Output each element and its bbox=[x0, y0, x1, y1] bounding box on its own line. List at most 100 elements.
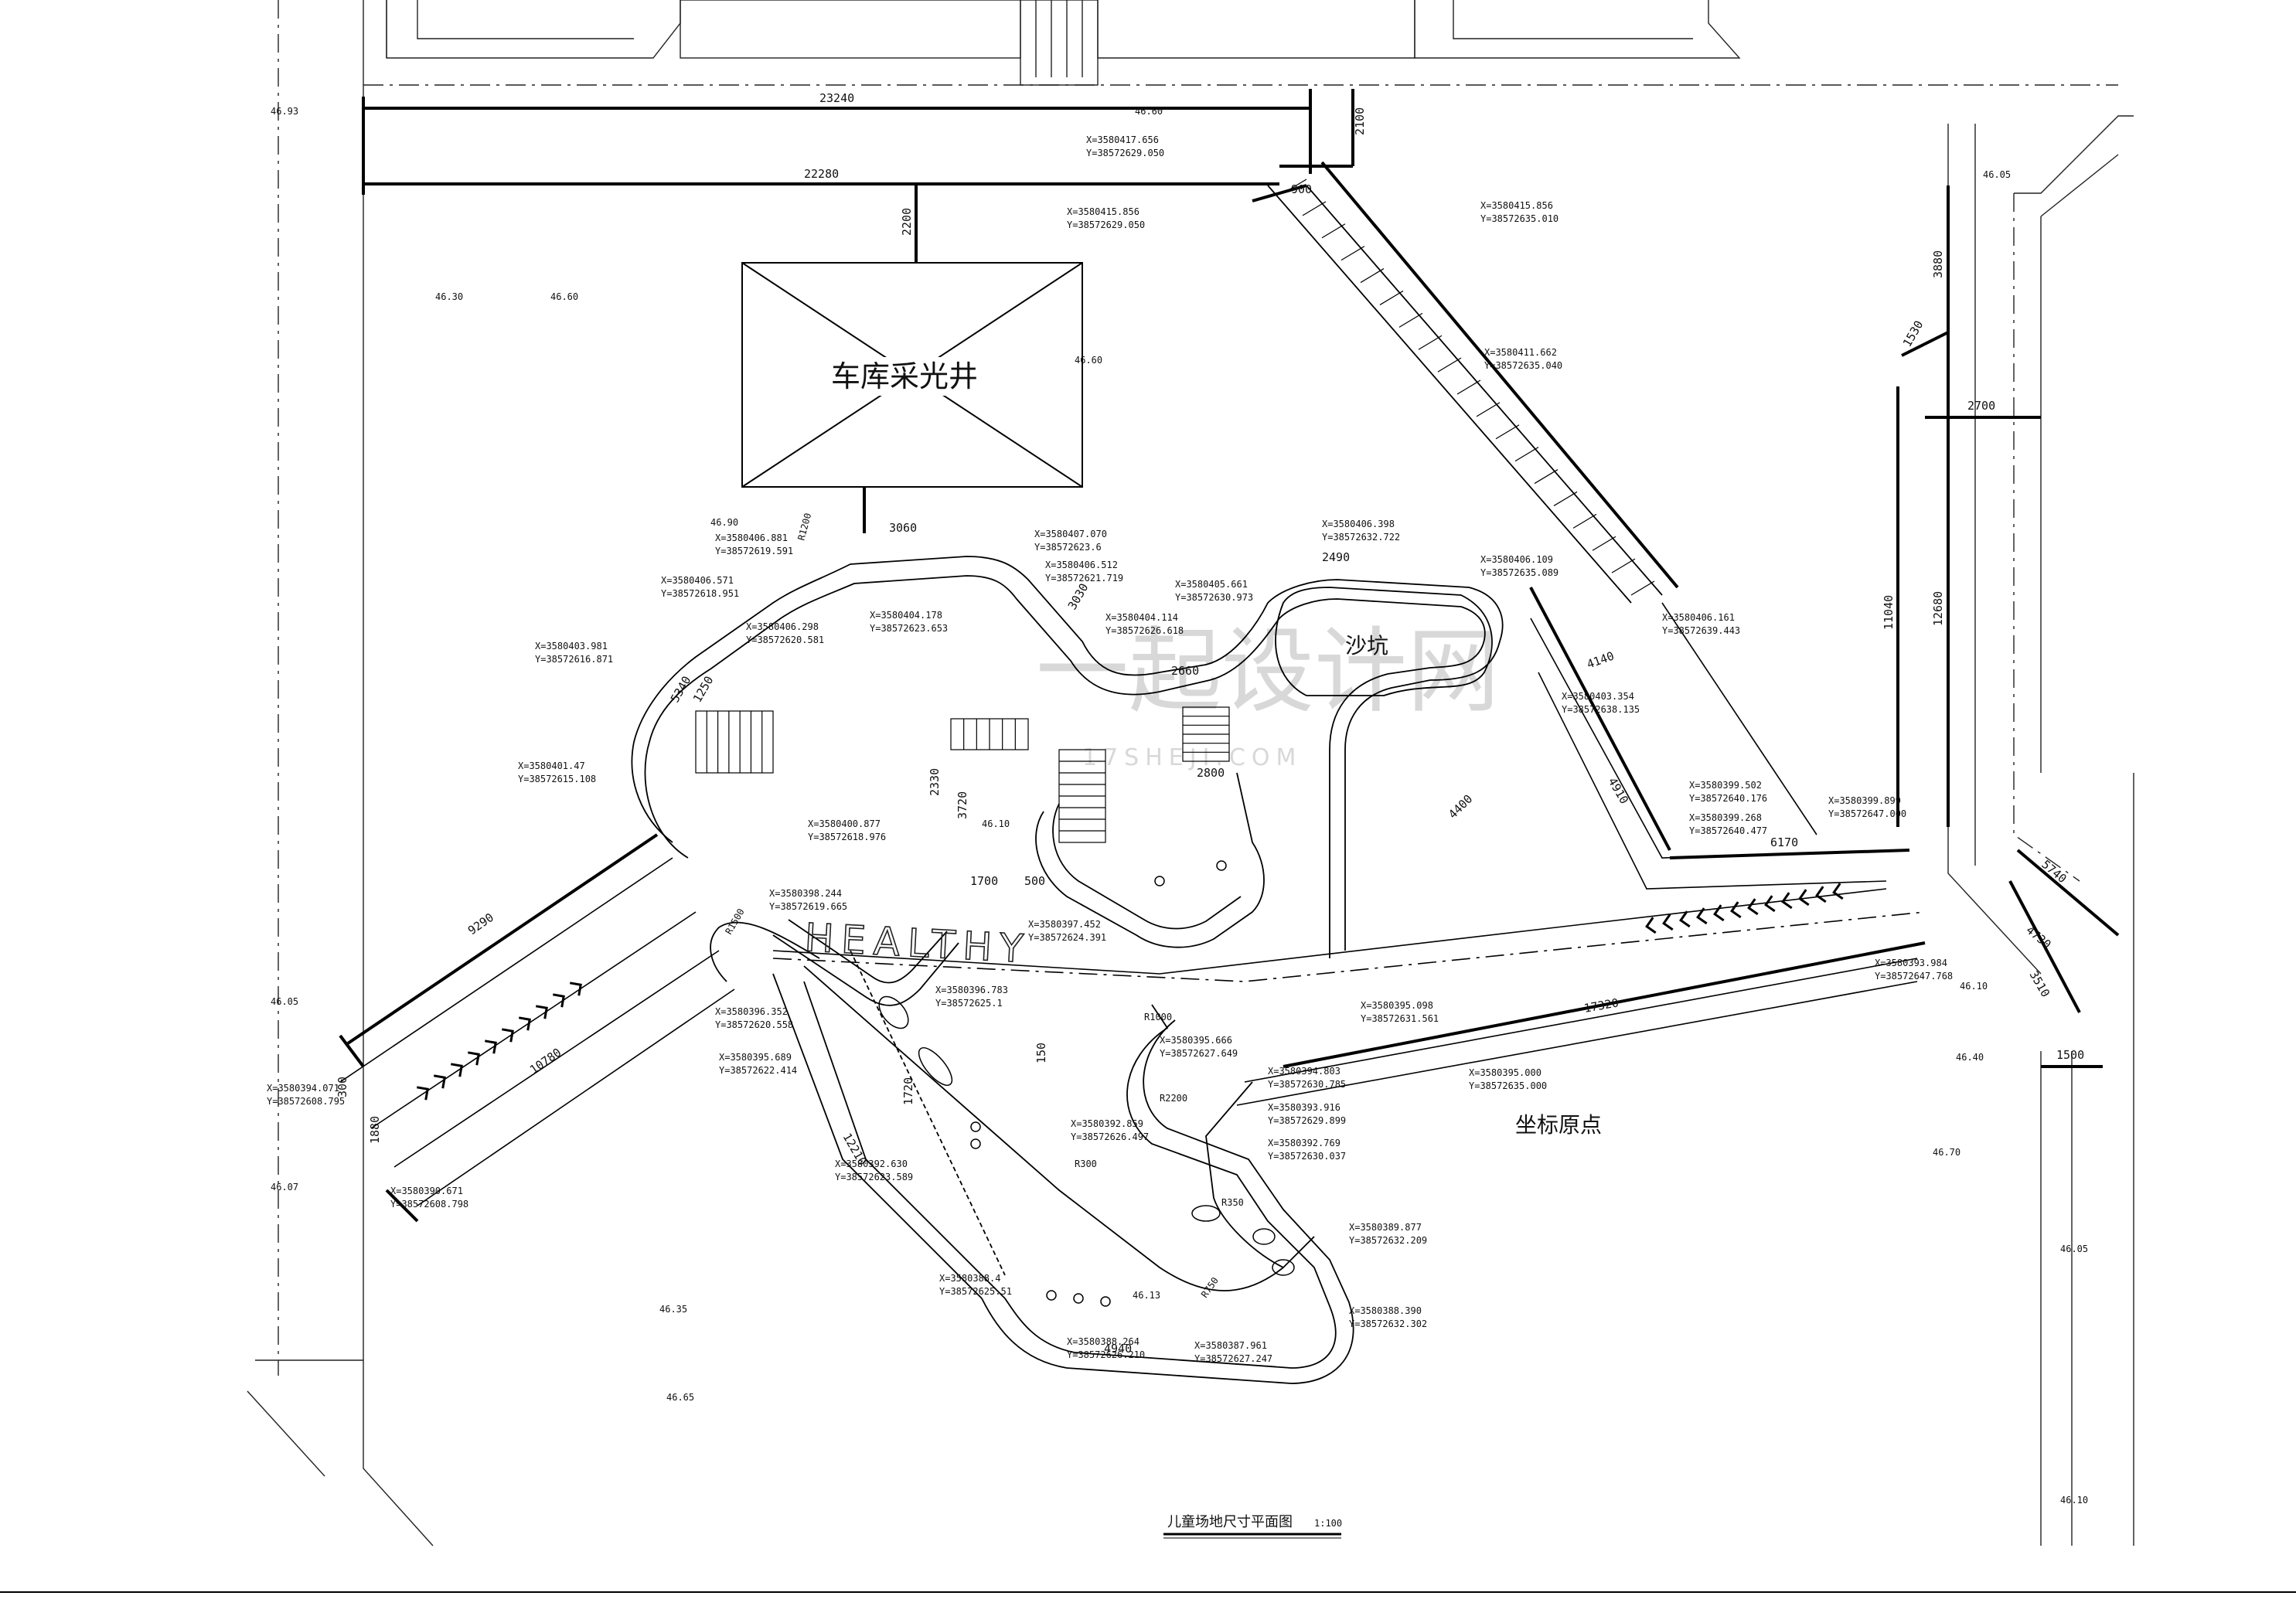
dim-12680: 12680 bbox=[1931, 591, 1945, 626]
stall-line bbox=[1514, 447, 1539, 462]
coordinate-label: Y=38572621.719 bbox=[1045, 573, 1123, 584]
dim-22280: 22280 bbox=[804, 167, 839, 181]
coordinate-label: X=3580399.268 bbox=[1689, 812, 1762, 823]
elevation-1: 46.30 bbox=[435, 291, 463, 302]
watermark-url: 17SHEJI.COM bbox=[1082, 744, 1302, 771]
chevron-arrow-icon bbox=[536, 1005, 548, 1019]
chevron-arrow-icon bbox=[1730, 901, 1742, 919]
coordinate-label: Y=38572632.302 bbox=[1349, 1318, 1427, 1329]
ramp-stall-grid bbox=[1283, 179, 1655, 596]
chevron-arrow-icon bbox=[519, 1016, 531, 1031]
stall-line bbox=[1630, 580, 1655, 596]
stair-flight bbox=[695, 710, 774, 774]
dim-17320: 17320 bbox=[1583, 995, 1620, 1016]
coordinate-label: Y=38572627.247 bbox=[1194, 1353, 1272, 1364]
coordinate-label: X=3580395.098 bbox=[1361, 1000, 1433, 1011]
chevron-arrow-icon bbox=[1832, 883, 1844, 900]
coordinate-label: Y=38572631.561 bbox=[1361, 1013, 1439, 1024]
dim-1250: 1250 bbox=[690, 674, 717, 705]
coordinate-label: Y=38572608.798 bbox=[390, 1199, 468, 1210]
chevron-arrow-icon bbox=[485, 1039, 497, 1054]
coordinate-label: Y=38572629.050 bbox=[1067, 219, 1145, 230]
elevation-13: 46.07 bbox=[271, 1182, 298, 1193]
elevation-11: 46.05 bbox=[2060, 1244, 2088, 1254]
dim-300: 300 bbox=[336, 1077, 349, 1097]
chevron-arrow-icon bbox=[1662, 914, 1674, 931]
coordinate-label: Y=38572632.209 bbox=[1349, 1235, 1427, 1246]
dim-3720: 3720 bbox=[956, 791, 969, 819]
direction-arrows-left bbox=[1645, 883, 1844, 934]
chevron-arrow-icon bbox=[1679, 910, 1691, 928]
dim-9290: 9290 bbox=[465, 910, 496, 937]
radius-r1000: R1000 bbox=[1144, 1012, 1172, 1022]
title-scale: 1:100 bbox=[1314, 1518, 1342, 1529]
coordinate-label: X=3580405.661 bbox=[1175, 579, 1248, 590]
radius-r350: R350 bbox=[1221, 1197, 1244, 1208]
dim-900: 900 bbox=[1291, 182, 1312, 196]
stall-line bbox=[1476, 402, 1501, 417]
chevron-arrow-icon bbox=[553, 993, 565, 1008]
coordinate-label: X=3580399.899 bbox=[1828, 795, 1901, 806]
chevron-arrow-icon bbox=[451, 1063, 463, 1077]
elevation-4: 46.60 bbox=[1135, 106, 1163, 117]
coordinate-label: X=3580392.859 bbox=[1071, 1118, 1143, 1129]
left-road bbox=[339, 833, 735, 1223]
coordinate-label: X=3580394.071 bbox=[267, 1083, 339, 1094]
chevron-arrow-icon bbox=[1713, 904, 1725, 922]
coordinate-label: Y=38572640.176 bbox=[1689, 793, 1767, 804]
ramp-stalls bbox=[1252, 161, 1679, 604]
coordinate-label: X=3580415.856 bbox=[1480, 200, 1553, 211]
dim-1880: 1880 bbox=[368, 1116, 382, 1144]
coordinate-label: X=3580394.803 bbox=[1268, 1066, 1340, 1077]
elevation-5: 46.93 bbox=[271, 106, 298, 117]
watermark: 一起设计网 17SHEJI.COM bbox=[1036, 618, 1500, 771]
chevron-arrow-icon bbox=[1815, 886, 1827, 903]
dim-1720: 1720 bbox=[901, 1077, 915, 1105]
dim-4730: 4730 bbox=[2023, 923, 2053, 951]
dim-2200: 2200 bbox=[900, 208, 914, 236]
coordinate-label: X=3580411.662 bbox=[1484, 347, 1557, 358]
chevron-arrow-icon bbox=[1747, 898, 1759, 916]
chevron-arrow-icon bbox=[1798, 889, 1810, 907]
dim-3510: 3510 bbox=[2027, 968, 2053, 999]
elevation-9: 46.40 bbox=[1956, 1052, 1984, 1063]
stairs bbox=[695, 706, 1230, 843]
elevation-12: 46.10 bbox=[2060, 1495, 2088, 1506]
elevation-17: 46.10 bbox=[1960, 981, 1988, 992]
coordinate-label: Y=38572639.443 bbox=[1662, 625, 1740, 636]
coordinate-label: X=3580400.877 bbox=[808, 818, 881, 829]
coordinate-label: Y=38572625.51 bbox=[939, 1286, 1012, 1297]
coordinate-label: Y=38572608.795 bbox=[267, 1096, 345, 1107]
chevron-arrow-icon bbox=[468, 1051, 480, 1066]
stall-line bbox=[1379, 290, 1404, 305]
direction-arrows-right bbox=[417, 982, 582, 1101]
stall-line bbox=[1398, 312, 1423, 328]
stall-line bbox=[1437, 357, 1462, 373]
coordinate-label: Y=38572635.010 bbox=[1480, 213, 1558, 224]
coordinate-label: X=3580397.452 bbox=[1028, 919, 1101, 930]
coordinate-label: Y=38572635.000 bbox=[1469, 1080, 1547, 1091]
chevron-arrow-icon bbox=[1764, 895, 1776, 913]
healthy-lettering: HEALTHY bbox=[803, 915, 1032, 971]
coordinate-label: X=3580395.666 bbox=[1160, 1035, 1232, 1046]
sandpit-label: 沙坑 bbox=[1345, 633, 1388, 658]
top-dimensions bbox=[362, 89, 1354, 263]
coordinate-label: X=3580389.877 bbox=[1349, 1222, 1422, 1233]
elevation-7: 46.05 bbox=[1983, 169, 2011, 180]
dim-3880: 3880 bbox=[1931, 250, 1945, 278]
right-driveway bbox=[1529, 587, 1910, 890]
coordinate-label: Y=38572630.785 bbox=[1268, 1079, 1346, 1090]
dim-2100: 2100 bbox=[1353, 107, 1367, 135]
coordinate-label: X=3580406.398 bbox=[1322, 519, 1395, 529]
stall-line bbox=[1456, 379, 1481, 395]
coordinate-label: Y=38572626.618 bbox=[1105, 625, 1184, 636]
stall-line bbox=[1592, 536, 1616, 551]
dim-2800: 2800 bbox=[1197, 766, 1225, 780]
coordinate-label: X=3580396.783 bbox=[935, 985, 1008, 995]
coordinate-label: Y=38572619.591 bbox=[715, 546, 793, 556]
coordinate-label: X=3580393.916 bbox=[1268, 1102, 1340, 1113]
coordinate-label: X=3580404.178 bbox=[870, 610, 942, 621]
dim-4910: 4910 bbox=[1606, 775, 1632, 806]
elevation-16: 46.13 bbox=[1133, 1290, 1160, 1301]
